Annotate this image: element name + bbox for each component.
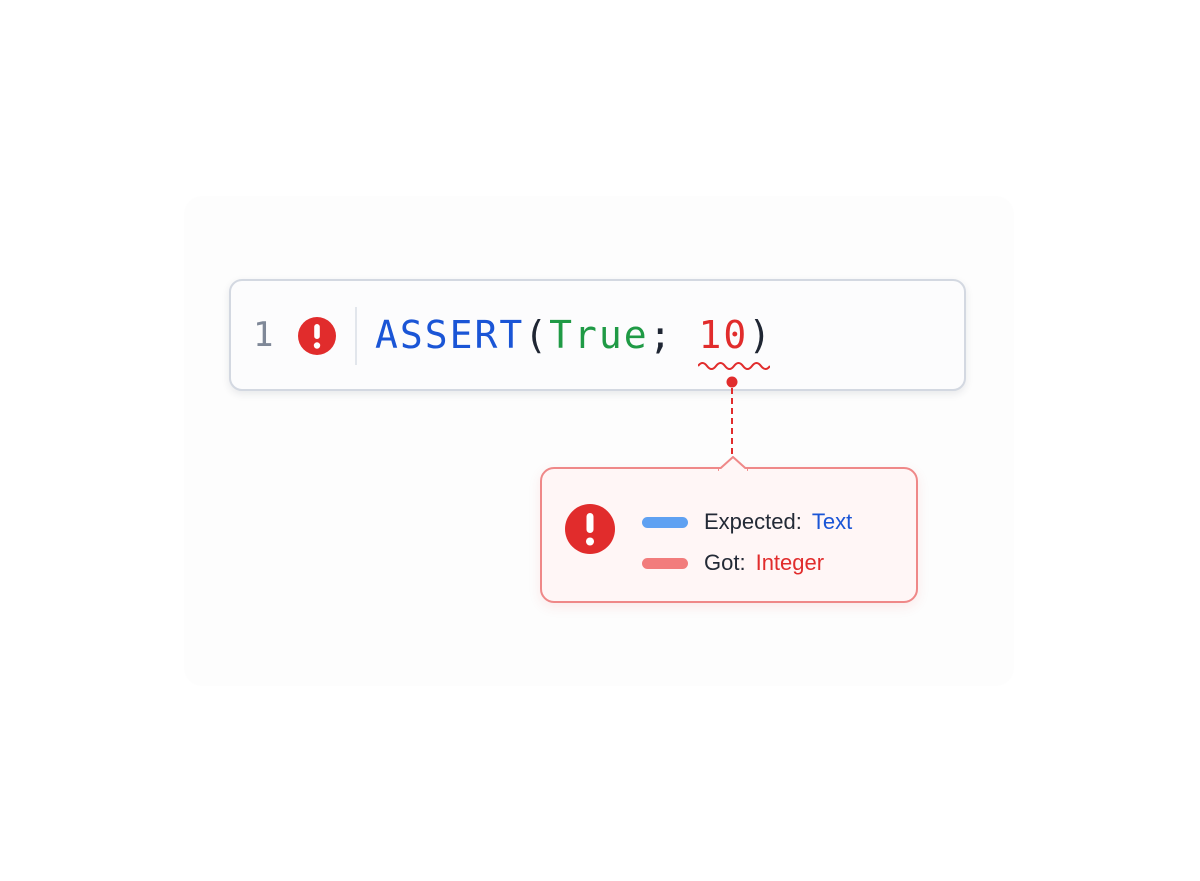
tooltip-pointer bbox=[718, 456, 748, 471]
got-value: Integer bbox=[755, 550, 825, 575]
function-token: ASSERT bbox=[375, 313, 525, 357]
expected-value: Text bbox=[811, 509, 853, 534]
separator-token: ; bbox=[648, 313, 674, 357]
error-icon[interactable] bbox=[297, 316, 337, 356]
actual-type-row: Got: Integer bbox=[642, 548, 824, 578]
open-paren-token: ( bbox=[524, 313, 550, 357]
boolean-argument-token: True bbox=[549, 313, 649, 357]
expected-swatch bbox=[642, 516, 688, 528]
close-paren-token: ) bbox=[748, 313, 774, 357]
type-error-tooltip: Expected: Text Got: Integer bbox=[540, 456, 918, 603]
code-editor-line[interactable]: 1 ASSERT(True; 10) bbox=[229, 279, 966, 391]
code-text[interactable]: ASSERT(True; 10) bbox=[375, 311, 773, 359]
error-squiggle-underline bbox=[698, 362, 770, 370]
error-icon bbox=[565, 504, 615, 554]
expected-type-row: Expected: Text bbox=[642, 507, 852, 537]
expected-label: Expected: bbox=[704, 509, 802, 534]
gutter-divider bbox=[355, 307, 357, 365]
got-swatch bbox=[642, 557, 688, 569]
error-connector-line bbox=[726, 376, 738, 464]
canvas-background bbox=[184, 196, 1014, 686]
got-label: Got: bbox=[704, 550, 746, 575]
error-argument-token[interactable]: 10 bbox=[698, 313, 749, 357]
line-number: 1 bbox=[253, 315, 274, 355]
